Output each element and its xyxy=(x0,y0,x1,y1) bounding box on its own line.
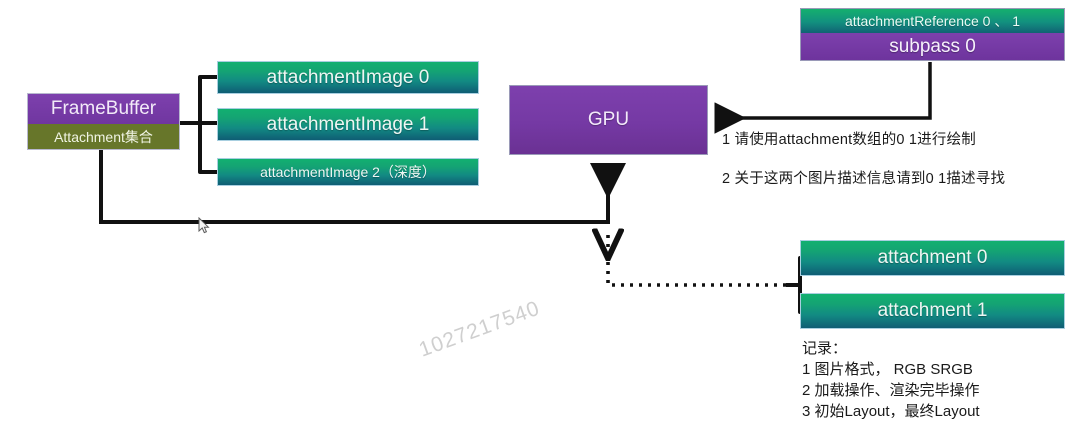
mouse-cursor-icon xyxy=(198,217,210,234)
attachment-reference-label: attachmentReference 0 、 1 xyxy=(801,9,1064,33)
attachment-0-label: attachment 0 xyxy=(877,247,988,268)
framebuffer-subtitle: Attachment集合 xyxy=(28,124,179,149)
framebuffer-title: FrameBuffer xyxy=(28,94,179,124)
attachment-0-node[interactable]: attachment 0 xyxy=(800,240,1065,276)
attachment-image-0-label: attachmentImage 0 xyxy=(266,66,430,88)
attachment-image-1-label: attachmentImage 1 xyxy=(266,113,430,135)
watermark-text: 1027217540 xyxy=(416,296,544,362)
gpu-note-1: 1 请使用attachment数组的0 1进行绘制 xyxy=(722,132,976,148)
gpu-label: GPU xyxy=(587,109,630,130)
attachment-1-node[interactable]: attachment 1 xyxy=(800,293,1065,329)
attachment-image-2-node[interactable]: attachmentImage 2（深度） xyxy=(217,158,479,186)
attachment-image-2-label: attachmentImage 2（深度） xyxy=(260,164,436,180)
record-notes-line-1: 1 图片格式， RGB SRGB xyxy=(802,361,973,378)
attachment-image-0-node[interactable]: attachmentImage 0 xyxy=(217,61,479,94)
attachment-1-label: attachment 1 xyxy=(877,300,988,321)
framebuffer-node[interactable]: FrameBuffer Attachment集合 xyxy=(27,93,180,150)
subpass-node[interactable]: attachmentReference 0 、 1 subpass 0 xyxy=(800,8,1065,61)
record-notes-line-2: 2 加载操作、渲染完毕操作 xyxy=(802,382,980,399)
attachment-image-1-node[interactable]: attachmentImage 1 xyxy=(217,108,479,141)
attachments-to-gpu-dotted-wire xyxy=(608,232,786,287)
record-notes: 记录： 1 图片格式， RGB SRGB 2 加载操作、渲染完毕操作 3 初始L… xyxy=(802,338,980,422)
subpass-to-gpu-wire xyxy=(714,62,932,134)
record-notes-heading: 记录： xyxy=(802,340,848,357)
gpu-node[interactable]: GPU xyxy=(509,85,708,155)
subpass-label: subpass 0 xyxy=(801,33,1064,60)
gpu-note-2: 2 关于这两个图片描述信息请到0 1描述寻找 xyxy=(722,171,1006,187)
record-notes-line-3: 3 初始Layout，最终Layout xyxy=(802,403,980,420)
framebuffer-to-images-bracket xyxy=(180,75,217,174)
